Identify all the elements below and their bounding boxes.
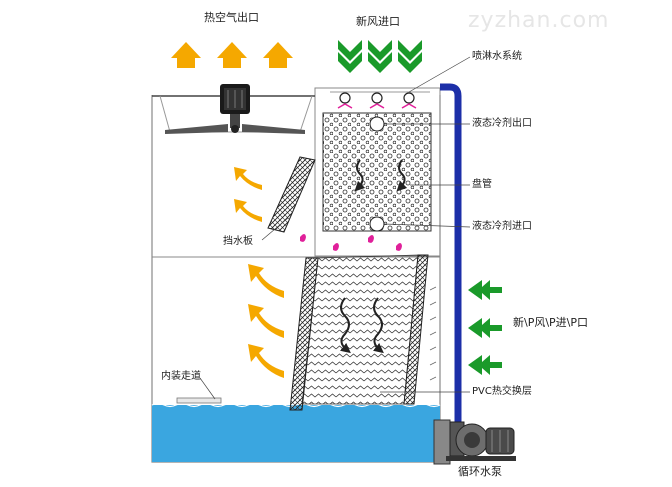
label-fresh-air-inlet-side: 新\P风\P进\P口 xyxy=(513,316,589,329)
label-drift-eliminator: 挡水板 xyxy=(223,236,253,247)
leader-lines xyxy=(199,56,471,400)
label-pvc-fill: PVC热交换层 xyxy=(472,386,532,397)
label-circulating-pump: 循环水泵 xyxy=(458,465,502,478)
lower-spray-drops xyxy=(300,234,402,251)
label-fresh-air-inlet-top: 新风进口 xyxy=(356,15,400,28)
label-spray-system: 喷淋水系统 xyxy=(472,51,522,62)
label-coil: 盘管 xyxy=(472,179,492,190)
label-refrigerant-inlet: 液态冷剂进口 xyxy=(472,221,532,232)
hot-air-arrows xyxy=(171,42,293,68)
pvc-fill xyxy=(289,254,437,411)
drift-eliminator-shape xyxy=(267,156,316,233)
fresh-air-top-arrows xyxy=(338,40,422,73)
label-inner-walkway: 内装走道 xyxy=(161,371,201,382)
return-pipe xyxy=(440,83,462,434)
water-pump-icon xyxy=(433,419,516,465)
watermark: zyzhan.com xyxy=(468,8,610,33)
fresh-air-side-arrows xyxy=(468,280,502,375)
label-refrigerant-outlet: 液态冷剂出口 xyxy=(472,118,532,129)
spray-nozzle-icon xyxy=(330,91,430,109)
motor-fan-icon xyxy=(165,84,305,134)
coil-box xyxy=(322,112,432,232)
water-basin xyxy=(152,405,440,462)
walkway-plate xyxy=(176,397,222,404)
label-hot-air-outlet: 热空气出口 xyxy=(204,11,259,24)
hot-air-curve-arrows xyxy=(234,167,284,378)
